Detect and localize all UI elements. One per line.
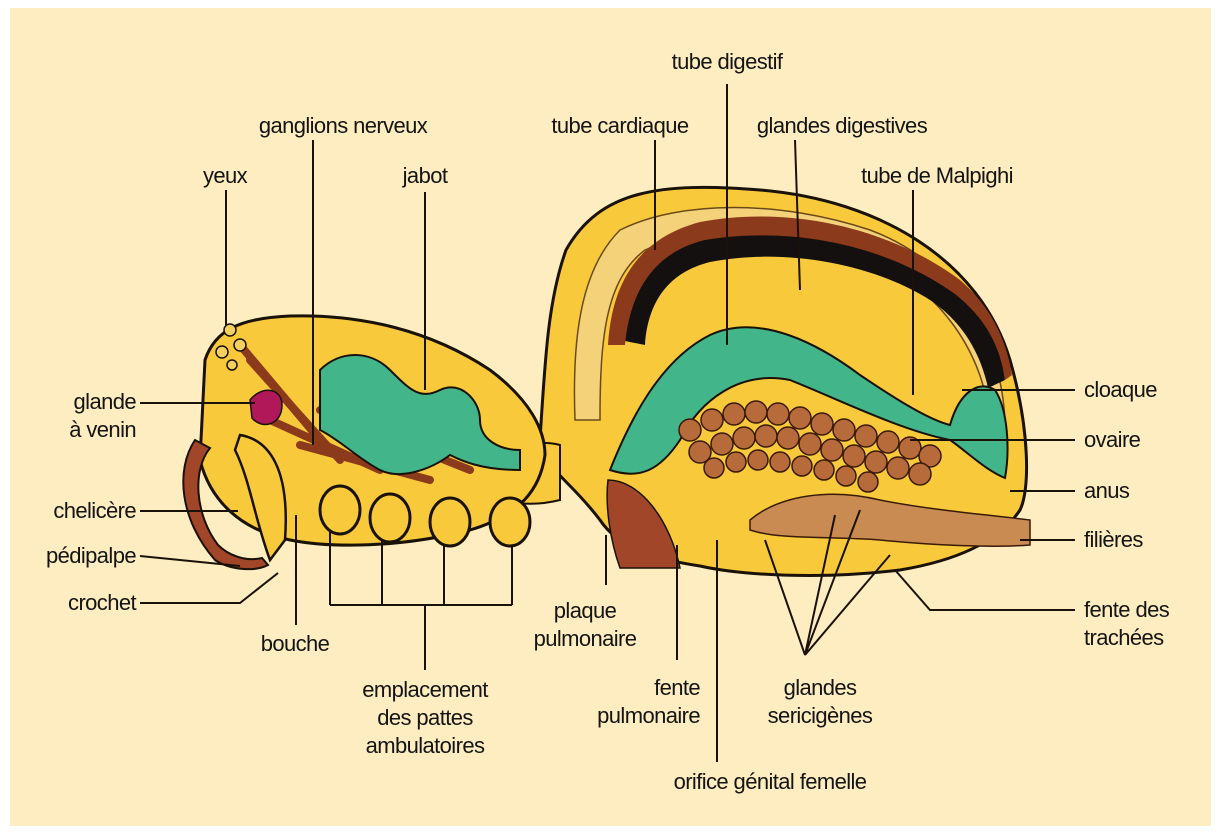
- label-glandes-sericigenes-line1: glandes: [750, 674, 890, 702]
- label-fente-pulmonaire-line1: fente: [560, 674, 700, 702]
- venom-gland: [250, 390, 282, 424]
- label-tube-cardiaque: tube cardiaque: [540, 112, 700, 140]
- label-ganglions-nerveux: ganglions nerveux: [238, 112, 448, 140]
- label-plaque-pulmonaire-line1: plaque: [520, 597, 650, 625]
- label-chelicere: chelicère: [30, 497, 136, 525]
- label-fente-pulmonaire: fente pulmonaire: [560, 674, 700, 730]
- label-glande-a-venin: glande à venin: [30, 388, 136, 444]
- label-anus: anus: [1084, 477, 1129, 505]
- label-plaque-pulmonaire-line2: pulmonaire: [520, 625, 650, 653]
- label-crochet: crochet: [30, 589, 136, 617]
- label-orifice-genital-femelle: orifice génital femelle: [630, 768, 910, 796]
- label-fente-des-trachees-line2: trachées: [1084, 624, 1169, 652]
- label-tube-digestif: tube digestif: [667, 48, 787, 76]
- label-cloaque: cloaque: [1084, 376, 1157, 404]
- label-fente-pulmonaire-line2: pulmonaire: [560, 702, 700, 730]
- label-glande-a-venin-line1: glande: [30, 388, 136, 416]
- label-glandes-sericigenes: glandes sericigènes: [750, 674, 890, 730]
- label-emplacement-line2: des pattes: [340, 704, 510, 732]
- label-pedipalpe: pédipalpe: [20, 542, 136, 570]
- label-emplacement-des-pattes: emplacement des pattes ambulatoires: [340, 676, 510, 760]
- label-bouche: bouche: [250, 630, 340, 658]
- label-glandes-digestives: glandes digestives: [742, 112, 942, 140]
- label-emplacement-line1: emplacement: [340, 676, 510, 704]
- label-filieres: filières: [1084, 526, 1143, 554]
- label-plaque-pulmonaire: plaque pulmonaire: [520, 597, 650, 653]
- label-glande-a-venin-line2: à venin: [30, 416, 136, 444]
- label-fente-des-trachees: fente des trachées: [1084, 596, 1169, 652]
- label-yeux: yeux: [190, 162, 260, 190]
- label-tube-de-malpighi: tube de Malpighi: [842, 162, 1032, 190]
- label-emplacement-line3: ambulatoires: [340, 732, 510, 760]
- label-jabot: jabot: [390, 162, 460, 190]
- label-ovaire: ovaire: [1084, 426, 1140, 454]
- label-fente-des-trachees-line1: fente des: [1084, 596, 1169, 624]
- label-glandes-sericigenes-line2: sericigènes: [750, 702, 890, 730]
